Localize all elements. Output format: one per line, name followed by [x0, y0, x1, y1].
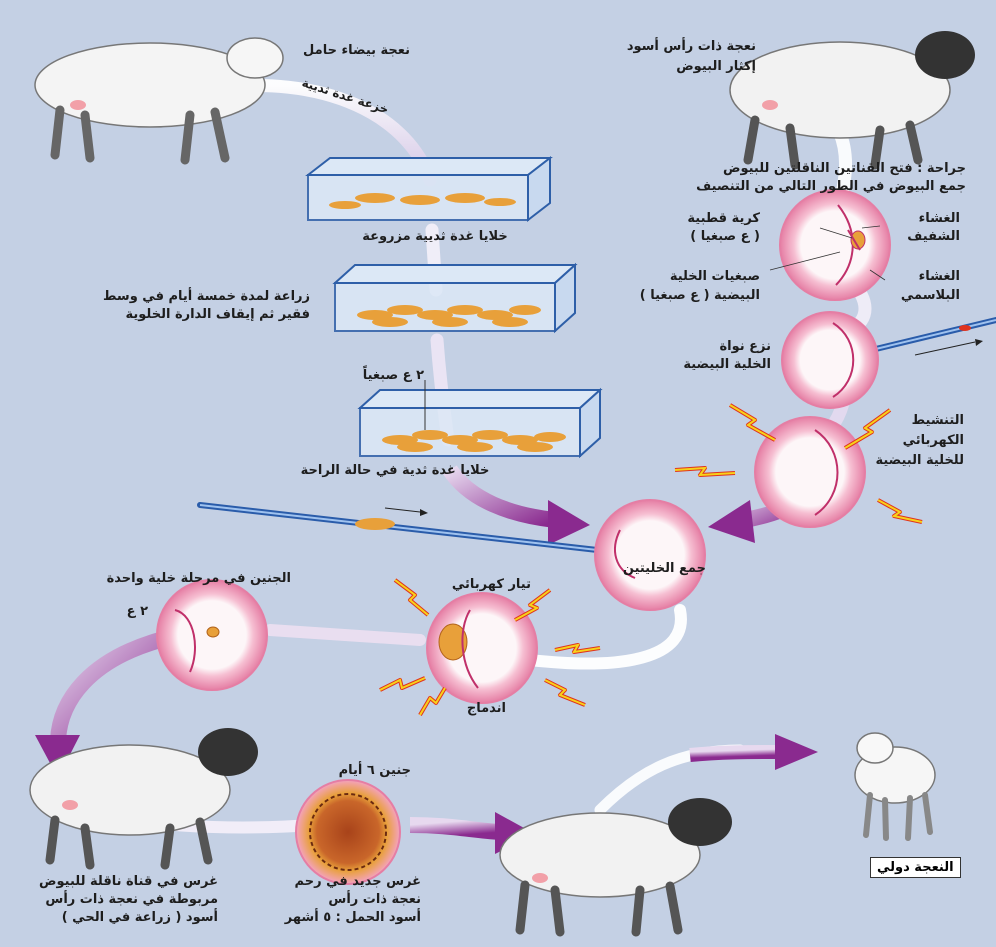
label-combine-cells: جمع الخليتين — [623, 560, 706, 577]
label-electric-current: تيار كهربائي — [452, 576, 531, 593]
label-plasma-membrane-2: البلاسمي — [901, 287, 960, 304]
label-activation-3: للخلية البيضية — [875, 452, 964, 469]
label-implant-oviduct-3: أسود ( زراعة في الحي ) — [62, 909, 218, 926]
label-egg-collection: جمع البيوض في الطور التالي من التنصيف — [696, 178, 966, 195]
egg-cell-metaphase — [780, 190, 890, 300]
label-enucleation: نزع نواة — [719, 338, 771, 355]
label-implant-oviduct: غرس في قناة ناقلة للبيوض — [39, 873, 218, 890]
one-cell-embryo — [157, 580, 267, 690]
combined-cells — [595, 500, 705, 610]
label-one-cell-embryo: الجنين في مرحلة خلية واحدة — [107, 570, 291, 587]
label-fusion: اندماج — [467, 700, 506, 717]
label-egg-chromosomes: صبغيات الخلية — [670, 268, 760, 285]
label-implant-oviduct-2: مربوطة في نعجة ذات رأس — [45, 891, 218, 908]
label-enucleation-2: الخلية البيضية — [683, 356, 771, 373]
label-implant-uterus: غرس جديد في رحم — [295, 873, 421, 890]
culture-dish-3 — [360, 380, 600, 456]
label-zona: الغشاء — [919, 210, 960, 227]
culture-dish-2 — [335, 265, 575, 331]
egg-cell-enucleated — [782, 312, 878, 408]
egg-cell-activated — [755, 417, 865, 527]
label-plasma-membrane: الغشاء — [919, 268, 960, 285]
label-six-day-embryo: جنين ٦ أيام — [339, 762, 411, 779]
label-culture-step: زراعة لمدة خمسة أيام في وسط — [103, 288, 310, 305]
label-implant-uterus-2: نعجة ذات رأس — [328, 891, 421, 908]
label-activation: التنشيط — [912, 412, 964, 429]
label-egg-chromosomes-n: البيضية ( ع صبغيا ) — [640, 287, 760, 304]
label-2n-chromosomes: ٢ ع صبغياً — [363, 367, 424, 384]
fusion-cell — [427, 593, 537, 703]
label-polar-body: كرية قطبية — [687, 210, 760, 227]
label-cultured-cells: خلايا غدة ثديية مزروعة — [345, 228, 525, 245]
label-surgery: جراحة : فتح القناتين الناقلتين للبيوض — [723, 160, 966, 177]
label-resting-cells: خلايا غدة ثدية في حالة الراحة — [265, 462, 525, 479]
label-black-sheep: نعجة ذات رأس أسود — [627, 38, 756, 55]
label-dolly: النعجة دولي — [870, 857, 961, 878]
label-zona-2: الشفيف — [907, 228, 960, 245]
label-polar-body-n: ( ع صبغيا ) — [690, 228, 760, 245]
label-activation-2: الكهربائي — [903, 432, 964, 449]
culture-dish-1 — [308, 158, 550, 220]
label-cell-cycle-stop: فقير ثم إيقاف الدارة الخلوية — [125, 306, 310, 323]
label-embryo-2n: ٢ ع — [127, 603, 148, 620]
six-day-embryo — [296, 780, 400, 884]
label-egg-superovulation: إكثار البيوض — [676, 58, 756, 75]
label-gestation: أسود الحمل : ٥ أشهر — [285, 909, 421, 926]
label-white-sheep: نعجة بيضاء حامل — [303, 42, 410, 59]
